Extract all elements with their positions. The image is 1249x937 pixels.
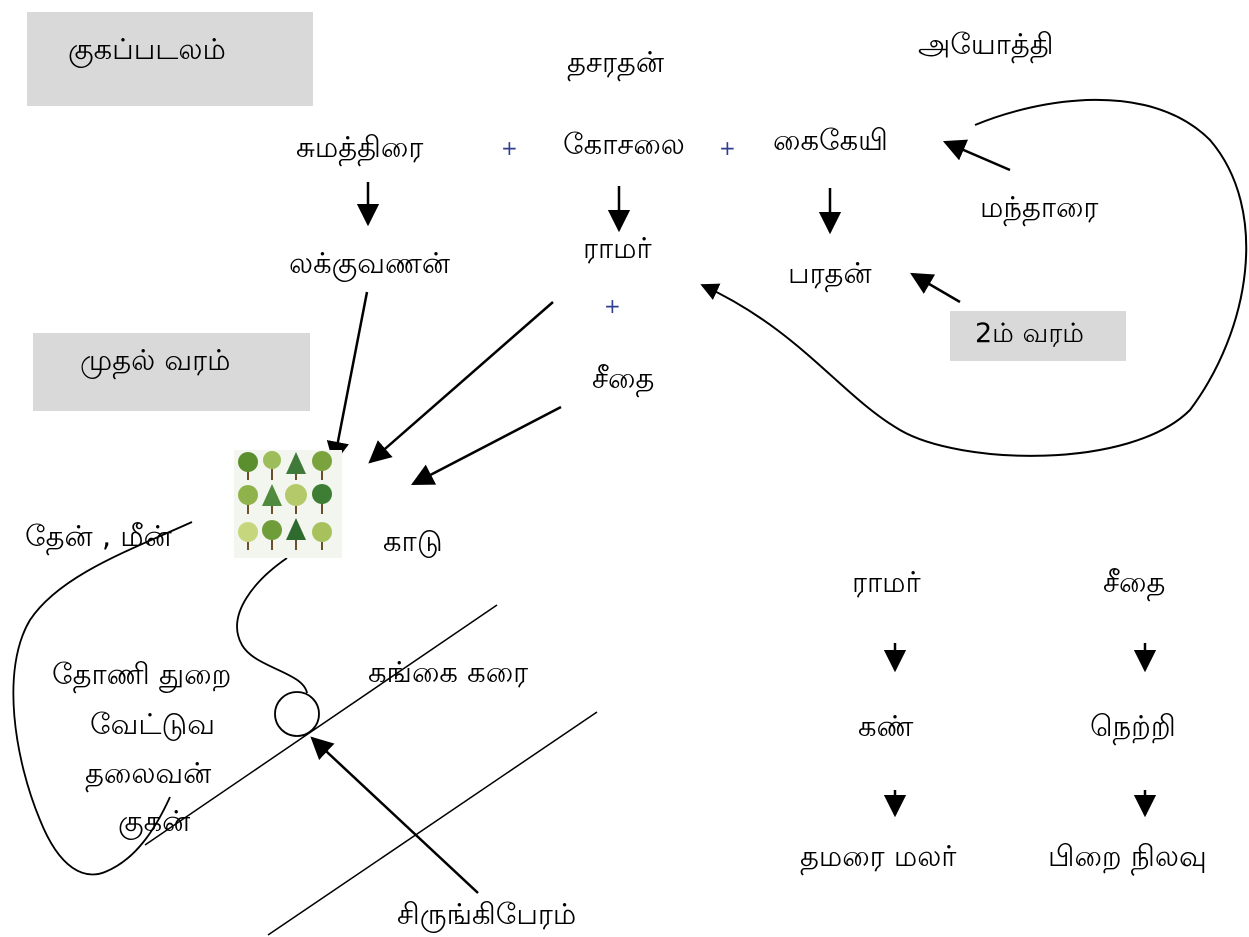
river-bank-lower — [267, 711, 598, 936]
label-kaadu: காடு — [383, 524, 443, 558]
label-kaikeyi: கைகேயி — [773, 123, 888, 157]
label-thamarai-malar: தமரை மலர் — [800, 839, 957, 873]
label-then-meen: தேன் , மீன் — [25, 519, 172, 553]
plus-sign-1: + — [501, 136, 518, 160]
box-irandam-varam — [950, 311, 1126, 361]
arrow-mandharai-to-kaikeyi — [942, 139, 1011, 172]
arrow-ramar-to-forest — [368, 301, 554, 464]
label-mandharai: மந்தாரை — [980, 190, 1099, 224]
label-ayodhi: அயோத்தி — [918, 27, 1054, 61]
label-kan: கண் — [858, 709, 914, 743]
label-netri: நெற்றி — [1090, 709, 1176, 743]
label-irandam-varam: 2ம் வரம் — [975, 318, 1085, 349]
plus-sign-2: + — [719, 136, 736, 160]
label-guhan-line4: குகன் — [118, 804, 191, 838]
label-mudhal-varam: முதல் வரம் — [80, 343, 231, 377]
label-kosalai: கோசலை — [563, 127, 685, 161]
label-guhan-line2: வேட்டுவ — [90, 707, 216, 741]
label-lakkuvanan: லக்குவணன் — [289, 246, 451, 280]
river-bank-upper — [144, 604, 498, 846]
arrow-lakkuvanan-to-forest — [326, 291, 369, 465]
label-guhan-line3: தலைவன் — [85, 756, 212, 790]
label-pirai-nilavu: பிறை நிலவு — [1048, 839, 1207, 873]
label-sirungiberam: சிருங்கிபேரம் — [397, 897, 577, 931]
label-ramar: ராமர் — [583, 231, 652, 265]
arrow-sirungiberam-to-crossing — [310, 736, 479, 894]
arrow-varam2-to-bharathan — [910, 272, 961, 304]
plus-sign-3: + — [604, 294, 621, 318]
forest-trees-icon — [234, 450, 342, 558]
loop-kaikeyi-to-ramar — [700, 98, 1248, 457]
label-compare-ramar: ராமர் — [852, 565, 921, 599]
loop-guhan — [12, 521, 193, 876]
label-bharathan: பரதன் — [788, 256, 872, 290]
path-forest-to-crossing — [236, 557, 308, 694]
label-guhappadalam: குகப்படலம் — [68, 32, 226, 66]
box-mudhal-varam — [33, 333, 310, 411]
label-dasarathan: தசரதன் — [567, 45, 664, 79]
label-guhan-line1: தோணி துறை — [52, 657, 232, 691]
label-seethai: சீதை — [592, 361, 655, 395]
crossing-circle — [274, 691, 320, 737]
arrow-seethai-to-forest — [411, 405, 562, 486]
label-gangai-karai: கங்கை கரை — [368, 655, 529, 689]
label-compare-seethai: சீதை — [1103, 565, 1166, 599]
label-sumithirai: சுமத்திரை — [296, 130, 424, 164]
box-guhappadalam — [27, 12, 313, 106]
